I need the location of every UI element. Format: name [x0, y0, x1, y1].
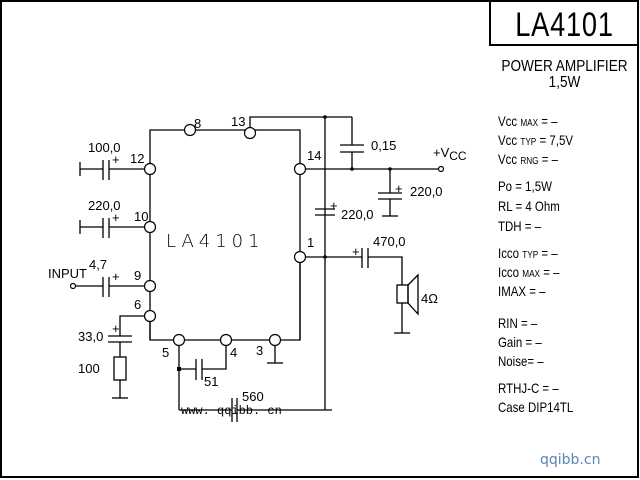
junctions [177, 115, 392, 371]
pin-10 [143, 220, 157, 234]
pin-label-5: 5 [162, 345, 169, 360]
pin-13 [243, 126, 257, 140]
r6-body [113, 356, 127, 381]
pin-1 [293, 250, 307, 264]
chip-title: LA4101 [515, 6, 614, 44]
watermark: qqibb.cn [540, 452, 601, 468]
cout-plus: + [352, 244, 360, 259]
spec-imax: IMAX = – [498, 283, 546, 299]
cout-value: 470,0 [373, 234, 406, 249]
ic-top-wire [149, 129, 301, 170]
subtitle: POWER AMPLIFIER [501, 58, 628, 75]
pin-12 [143, 162, 157, 176]
c10-value: 220,0 [88, 198, 121, 213]
pin-label-9: 9 [134, 268, 141, 283]
pin-label-10: 10 [134, 209, 148, 224]
cvcc-value: 220,0 [410, 184, 443, 199]
pin-label-14: 14 [307, 148, 321, 163]
pin-5 [172, 333, 186, 347]
pin-label-3: 3 [256, 343, 263, 358]
c6-value: 33,0 [78, 329, 103, 344]
out-wire2 [368, 256, 403, 285]
spec-rthj: RTHJ-C = – [498, 380, 559, 396]
pin-label-12: 12 [130, 151, 144, 166]
vcc-label: +VCC [433, 145, 467, 163]
junction-dot [323, 255, 327, 259]
junction-dot [350, 167, 354, 171]
speaker-value: 4Ω [421, 291, 438, 306]
pin-label-1: 1 [307, 235, 314, 250]
spec-vcc-rng: Vcc RNG = – [498, 151, 559, 167]
pins [69, 123, 445, 347]
speaker-cone [407, 273, 419, 316]
spec-po: Po = 1,5W [498, 178, 552, 194]
cin-plus: + [112, 269, 120, 284]
wires [76, 116, 438, 422]
spec-rl: RL = 4 Ohm [498, 198, 560, 214]
pin-6 [143, 309, 157, 323]
c6-lead-top [119, 315, 144, 336]
pin-14 [293, 162, 307, 176]
cboot-plus: + [330, 198, 338, 213]
spec-icco-typ: Icco TYP = – [498, 245, 558, 261]
pin-label-13: 13 [231, 114, 245, 129]
spec-tdh: TDH = – [498, 218, 542, 234]
spec-vcc-max: Vcc MAX = – [498, 113, 558, 129]
c6-plus: + [112, 321, 120, 336]
spec-rin: RIN = – [498, 315, 538, 331]
power-rating: 1,5W [548, 74, 581, 91]
cboot-value: 220,0 [341, 207, 374, 222]
vcc-terminal [437, 165, 445, 173]
spec-icco-max: Icco MAX = – [498, 264, 560, 280]
pin-label-4: 4 [230, 345, 237, 360]
c51-value: 51 [204, 374, 218, 389]
c12-value: 100,0 [88, 140, 121, 155]
labels: LA4101 8 13 12 10 9 6 5 4 3 14 1 100,0 +… [48, 114, 467, 418]
pin-8 [183, 123, 197, 137]
c12-plus: + [112, 152, 120, 167]
ic-label: LA4101 [166, 231, 265, 252]
url-label: www. qqibb. cn [181, 404, 282, 418]
r6-value: 100 [78, 361, 100, 376]
cvcc-plus: + [395, 181, 403, 196]
junction-dot [388, 167, 392, 171]
junction-dot [177, 367, 181, 371]
input-terminal [69, 282, 77, 290]
spec-gain: Gain = – [498, 334, 542, 350]
c10-plus: + [112, 210, 120, 225]
spec-noise: Noise= – [498, 353, 544, 369]
pin-3 [268, 333, 282, 347]
cin-value: 4,7 [89, 257, 107, 272]
ic-bottom-wire [149, 257, 301, 341]
pin-4 [219, 333, 233, 347]
spec-case: Case DIP14TL [498, 399, 574, 415]
c560-value: 560 [242, 389, 264, 404]
junction-dot [323, 115, 327, 119]
input-label: INPUT [48, 266, 87, 281]
c015-value: 0,15 [371, 138, 396, 153]
pin13-wire [249, 116, 352, 130]
spec-vcc-typ: Vcc TYP = 7,5V [498, 132, 573, 148]
speaker-coil [396, 284, 409, 304]
c51-lead-r [202, 346, 227, 370]
pin-label-6: 6 [134, 297, 141, 312]
pin-9 [143, 279, 157, 293]
title-box: LA4101 [489, 0, 638, 46]
pin-label-8: 8 [194, 116, 201, 131]
